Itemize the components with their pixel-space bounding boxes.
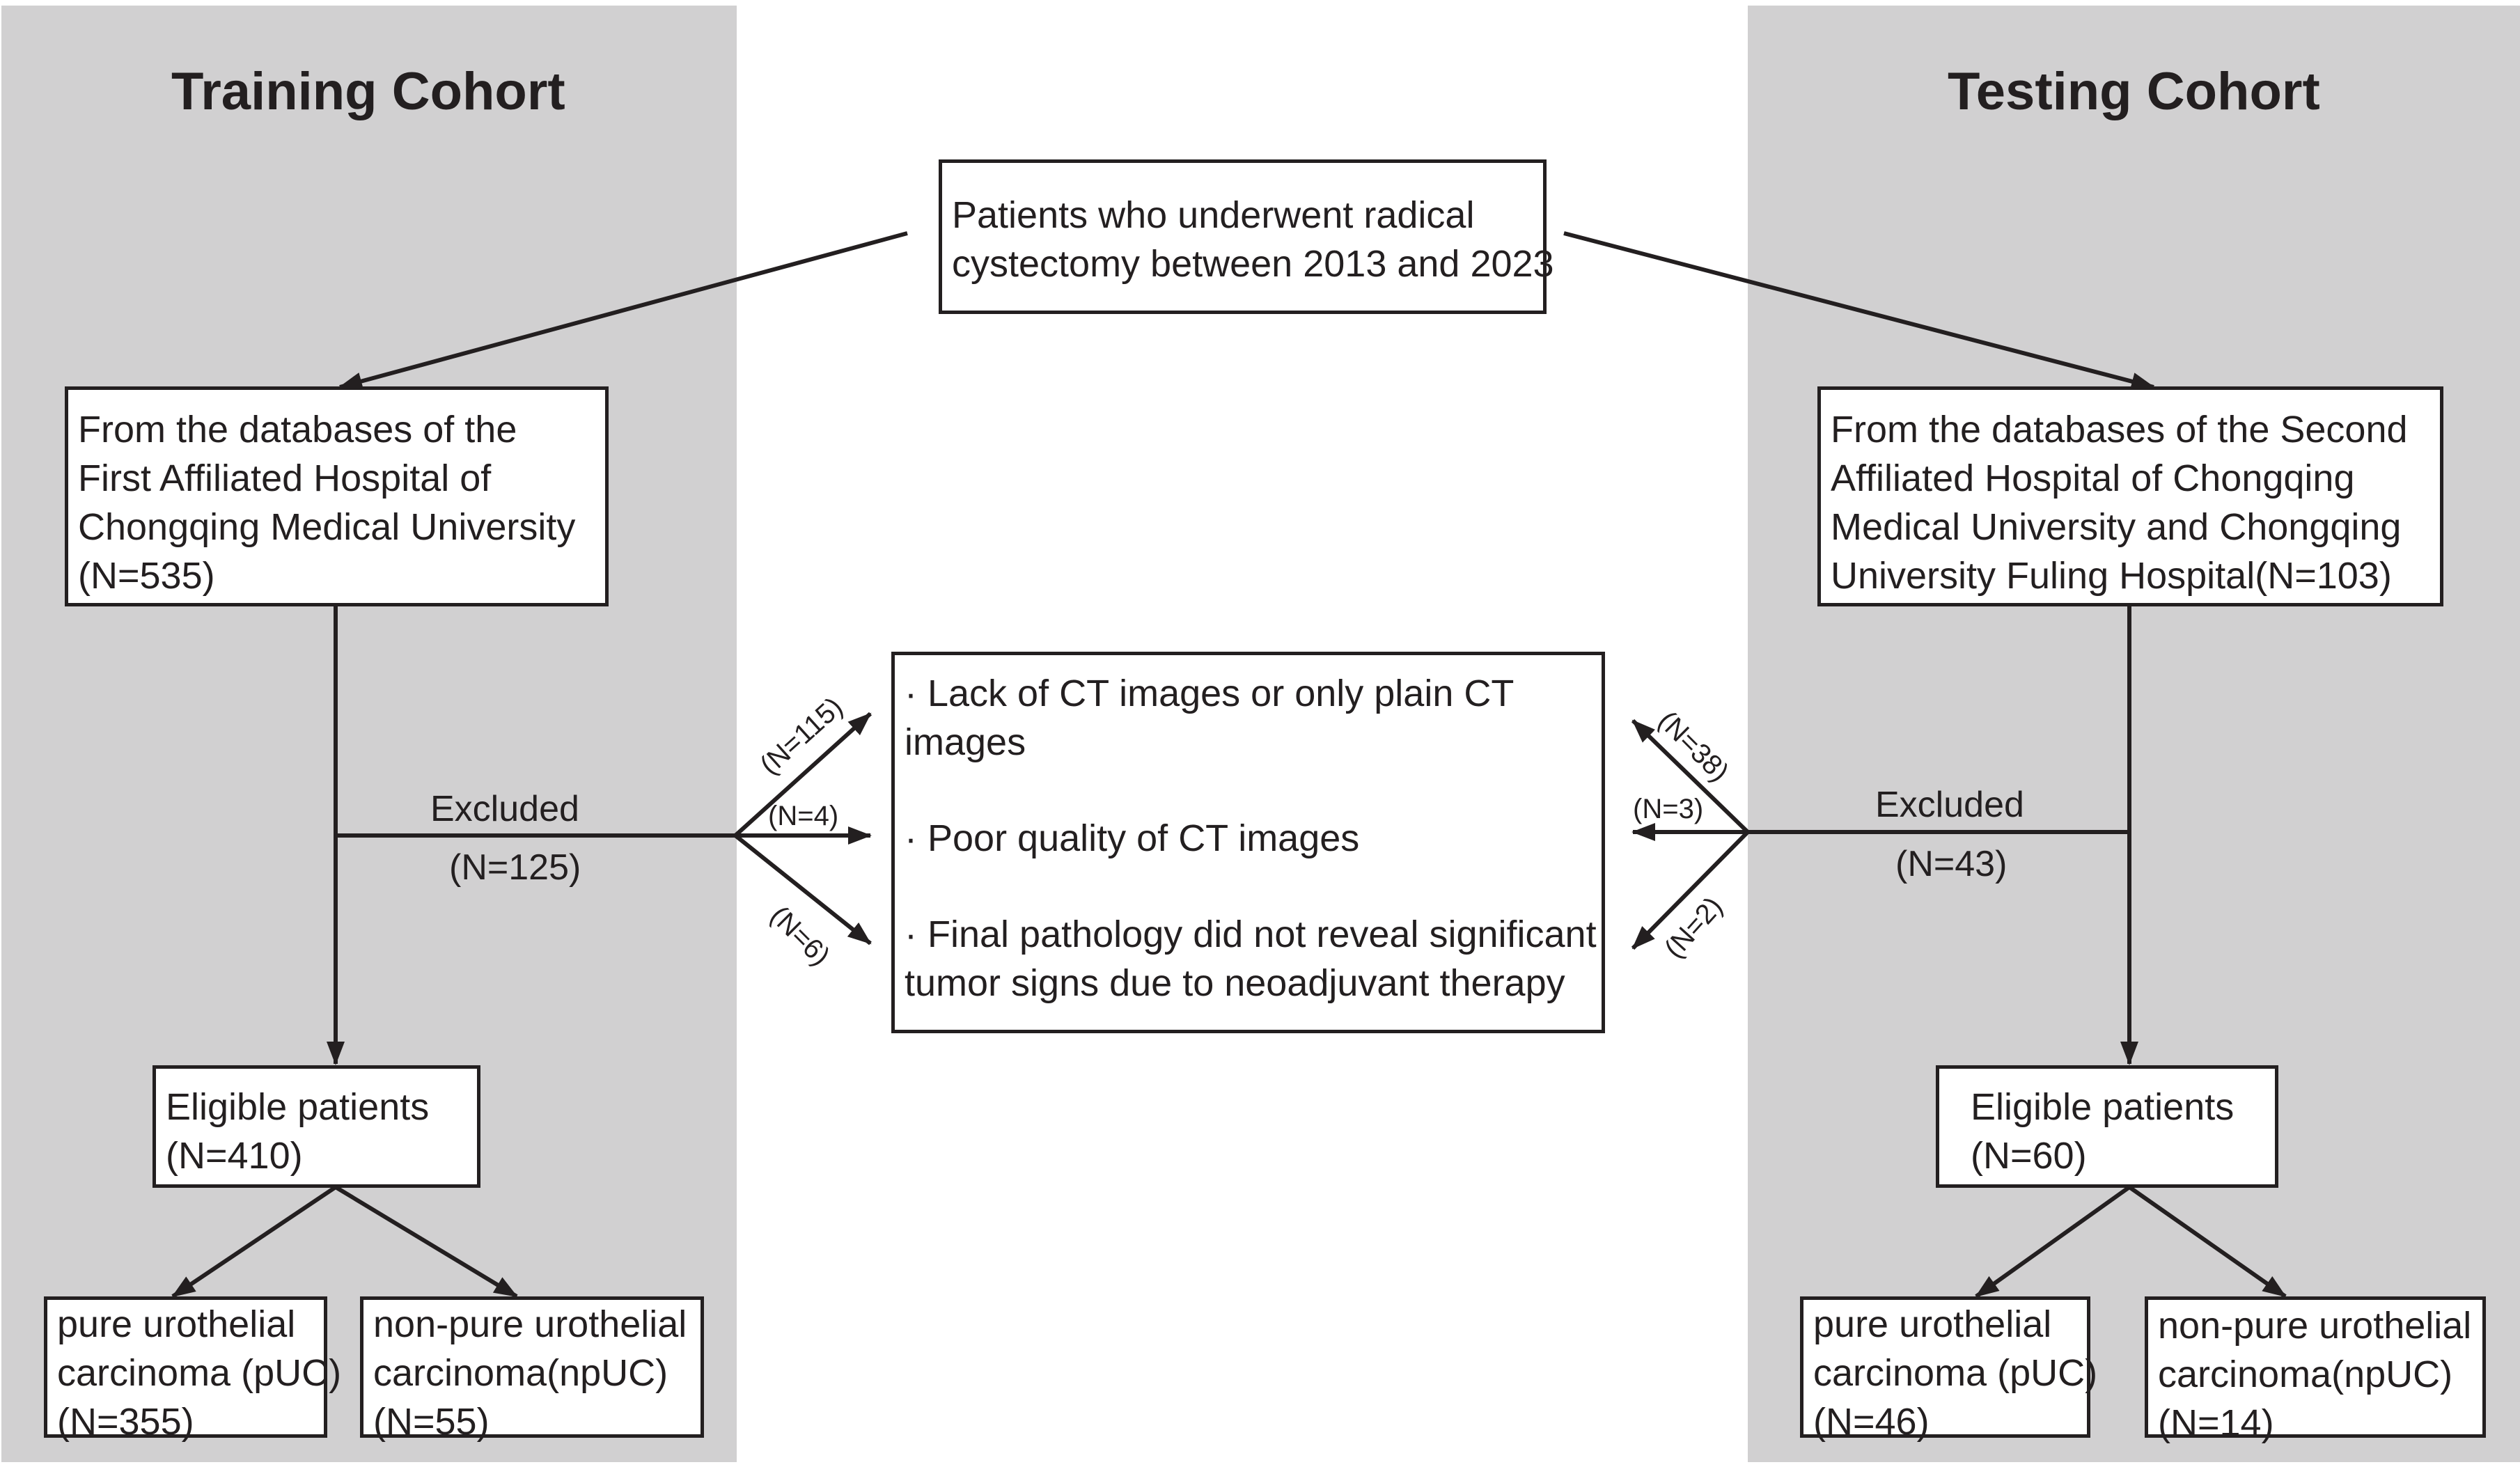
exclusion-reason-2: · Poor quality of CT images xyxy=(905,817,1360,859)
arrow-training-excl-1 xyxy=(733,712,872,838)
training-puc-line: carcinoma (pUC) xyxy=(57,1352,342,1394)
training-source-line: From the databases of the xyxy=(78,409,517,450)
testing-eligible-label: Eligible patients xyxy=(1971,1086,2235,1128)
training-npuc-line: non-pure urothelial xyxy=(373,1303,687,1345)
testing-puc-box: pure urothelial carcinoma (pUC) (N=46) xyxy=(1800,1296,2098,1443)
testing-source-line: From the databases of the Second xyxy=(1831,409,2408,450)
testing-npuc-box: non-pure urothelial carcinoma(npUC) (N=1… xyxy=(2145,1296,2486,1444)
testing-puc-line: pure urothelial xyxy=(1813,1303,2052,1345)
testing-cohort-title: Testing Cohort xyxy=(1948,62,2320,121)
training-eligible-label: Eligible patients xyxy=(166,1086,430,1128)
testing-source-line: Medical University and Chongqing xyxy=(1831,506,2402,548)
training-cohort-title: Training Cohort xyxy=(171,62,565,121)
training-npuc-count: (N=55) xyxy=(373,1401,490,1443)
exclusion-reason-3-cont: tumor signs due to neoadjuvant therapy xyxy=(905,962,1565,1004)
testing-excluded-label: Excluded xyxy=(1875,785,2024,825)
training-excluded-count: (N=125) xyxy=(449,847,581,888)
arrow-training-eligible-to-npuc xyxy=(334,1185,518,1299)
testing-eligible-count: (N=60) xyxy=(1971,1135,2087,1177)
training-eligible-box: Eligible patients (N=410) xyxy=(152,1065,480,1188)
arrow-training-excl-3 xyxy=(734,833,872,946)
exclusion-reason-1: · Lack of CT images or only plain CT xyxy=(905,673,1515,714)
training-puc-box: pure urothelial carcinoma (pUC) (N=355) xyxy=(44,1296,342,1443)
training-split-count-2: (N=4) xyxy=(768,801,839,831)
testing-source-box: From the databases of the Second Affilia… xyxy=(1817,386,2443,606)
arrow-top-to-testing xyxy=(1563,231,2155,391)
training-source-line: Chongqing Medical University xyxy=(78,506,576,548)
exclusion-reasons-box: · Lack of CT images or only plain CT ima… xyxy=(891,652,1605,1033)
arrow-testing-excl-3 xyxy=(1631,830,1750,950)
testing-source-line: University Fuling Hospital(N=103) xyxy=(1831,555,2392,597)
arrow-top-to-training xyxy=(338,231,908,391)
patients-overview-box: Patients who underwent radical cystectom… xyxy=(939,159,1554,314)
testing-source-line: Affiliated Hospital of Chongqing xyxy=(1831,457,2355,499)
training-npuc-box: non-pure urothelial carcinoma(npUC) (N=5… xyxy=(360,1296,704,1443)
testing-split-count-2: (N=3) xyxy=(1633,794,1704,824)
testing-cohort-panel xyxy=(1748,6,2520,1462)
training-excluded-label: Excluded xyxy=(430,789,579,829)
testing-npuc-count: (N=14) xyxy=(2158,1402,2274,1444)
overview-line: cystectomy between 2013 and 2023 xyxy=(952,243,1554,285)
training-source-count: (N=535) xyxy=(78,555,215,597)
arrow-testing-eligible-to-npuc xyxy=(2128,1185,2287,1299)
exclusion-reason-3: · Final pathology did not reveal signifi… xyxy=(905,913,1597,955)
arrow-training-eligible-to-puc xyxy=(171,1185,337,1299)
testing-eligible-box: Eligible patients (N=60) xyxy=(1936,1065,2278,1188)
arrow-testing-eligible-to-puc xyxy=(1975,1185,2131,1299)
arrow-testing-excl-1 xyxy=(1631,719,1750,834)
overview-line: Patients who underwent radical xyxy=(952,194,1475,236)
exclusion-reason-1-cont: images xyxy=(905,721,1026,763)
testing-npuc-line: non-pure urothelial xyxy=(2158,1305,2472,1347)
testing-excluded-count: (N=43) xyxy=(1895,844,2008,884)
training-npuc-line: carcinoma(npUC) xyxy=(373,1352,668,1394)
training-eligible-count: (N=410) xyxy=(166,1135,303,1177)
training-cohort-panel xyxy=(1,6,737,1462)
training-source-line: First Affiliated Hospital of xyxy=(78,457,492,499)
training-source-box: From the databases of the First Affiliat… xyxy=(65,386,609,606)
testing-puc-line: carcinoma (pUC) xyxy=(1813,1352,2098,1394)
training-puc-line: pure urothelial xyxy=(57,1303,296,1345)
testing-puc-count: (N=46) xyxy=(1813,1401,1930,1443)
testing-npuc-line: carcinoma(npUC) xyxy=(2158,1354,2453,1395)
training-puc-count: (N=355) xyxy=(57,1401,194,1443)
